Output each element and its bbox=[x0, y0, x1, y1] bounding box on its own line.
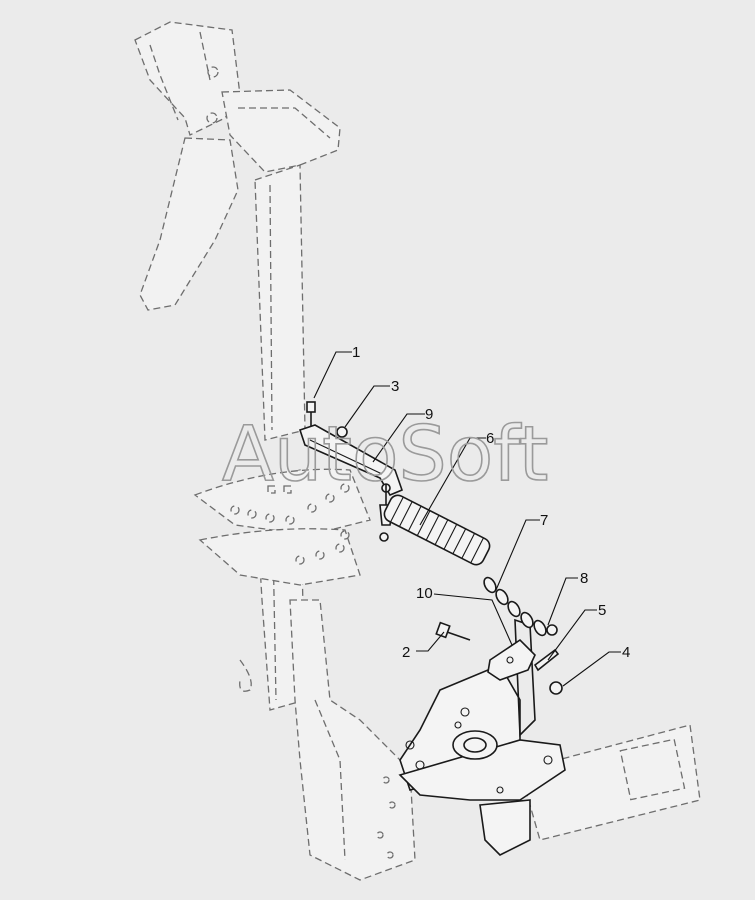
frame-phantom bbox=[134, 21, 701, 881]
link-rod-part-9 bbox=[298, 424, 404, 497]
callout-10: 10 bbox=[416, 585, 433, 602]
pin-part-5 bbox=[533, 648, 560, 672]
sector-holes bbox=[230, 483, 350, 565]
callout-4: 4 bbox=[622, 644, 630, 661]
callout-3: 3 bbox=[391, 378, 399, 395]
callout-6: 6 bbox=[486, 430, 494, 447]
callout-1: 1 bbox=[352, 344, 360, 361]
nut-part-3 bbox=[336, 426, 348, 438]
nut-part-8 bbox=[546, 624, 558, 636]
bolt-part-1 bbox=[306, 401, 316, 428]
callout-7: 7 bbox=[540, 512, 548, 529]
callout-leaders bbox=[313, 351, 621, 687]
callout-2: 2 bbox=[402, 644, 410, 661]
nut-part-4 bbox=[549, 681, 563, 695]
callout-9: 9 bbox=[425, 406, 433, 423]
spring-part-6 bbox=[383, 494, 491, 566]
watermark: AutoSoft bbox=[222, 409, 548, 498]
callout-labels: 1 2 3 4 5 6 7 8 9 10 bbox=[352, 344, 630, 661]
chain-part-7 bbox=[483, 576, 547, 637]
callout-8: 8 bbox=[580, 570, 588, 587]
plate-part-10 bbox=[487, 638, 536, 681]
bolt-part-2 bbox=[435, 621, 471, 641]
callout-5: 5 bbox=[598, 602, 606, 619]
linkage-parts bbox=[298, 401, 563, 695]
